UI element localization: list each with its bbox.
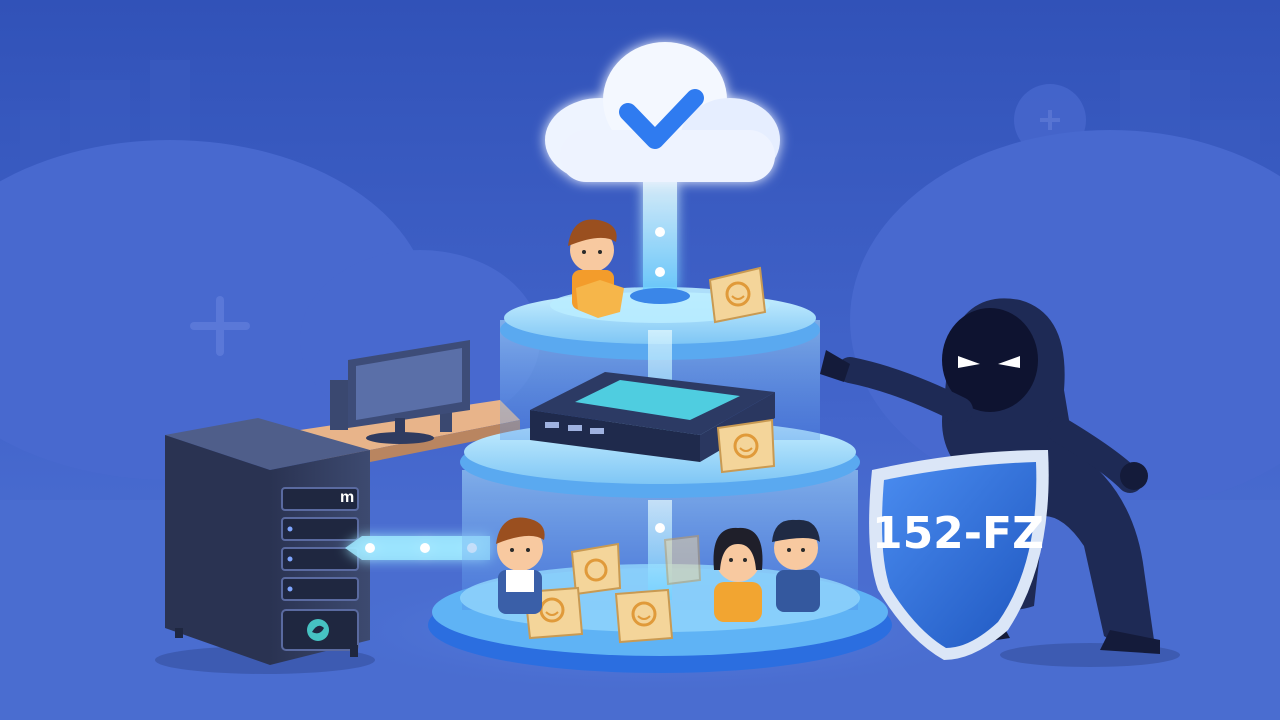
child-icon [713,527,763,622]
server-brand-mark: m [340,489,354,506]
leaf-icon [307,619,329,641]
shield-label: 152-FZ [872,508,1044,559]
child-icon [772,519,820,612]
cloud-icon [545,42,780,182]
smiley-document-icon [523,266,776,644]
monitor-icon [348,340,470,444]
child-icon [568,219,624,318]
plus-icon [190,296,250,356]
child-icon [496,517,545,614]
server-icon: m [155,418,375,674]
shield-icon: 152-FZ [869,450,1049,660]
check-icon [619,89,704,149]
